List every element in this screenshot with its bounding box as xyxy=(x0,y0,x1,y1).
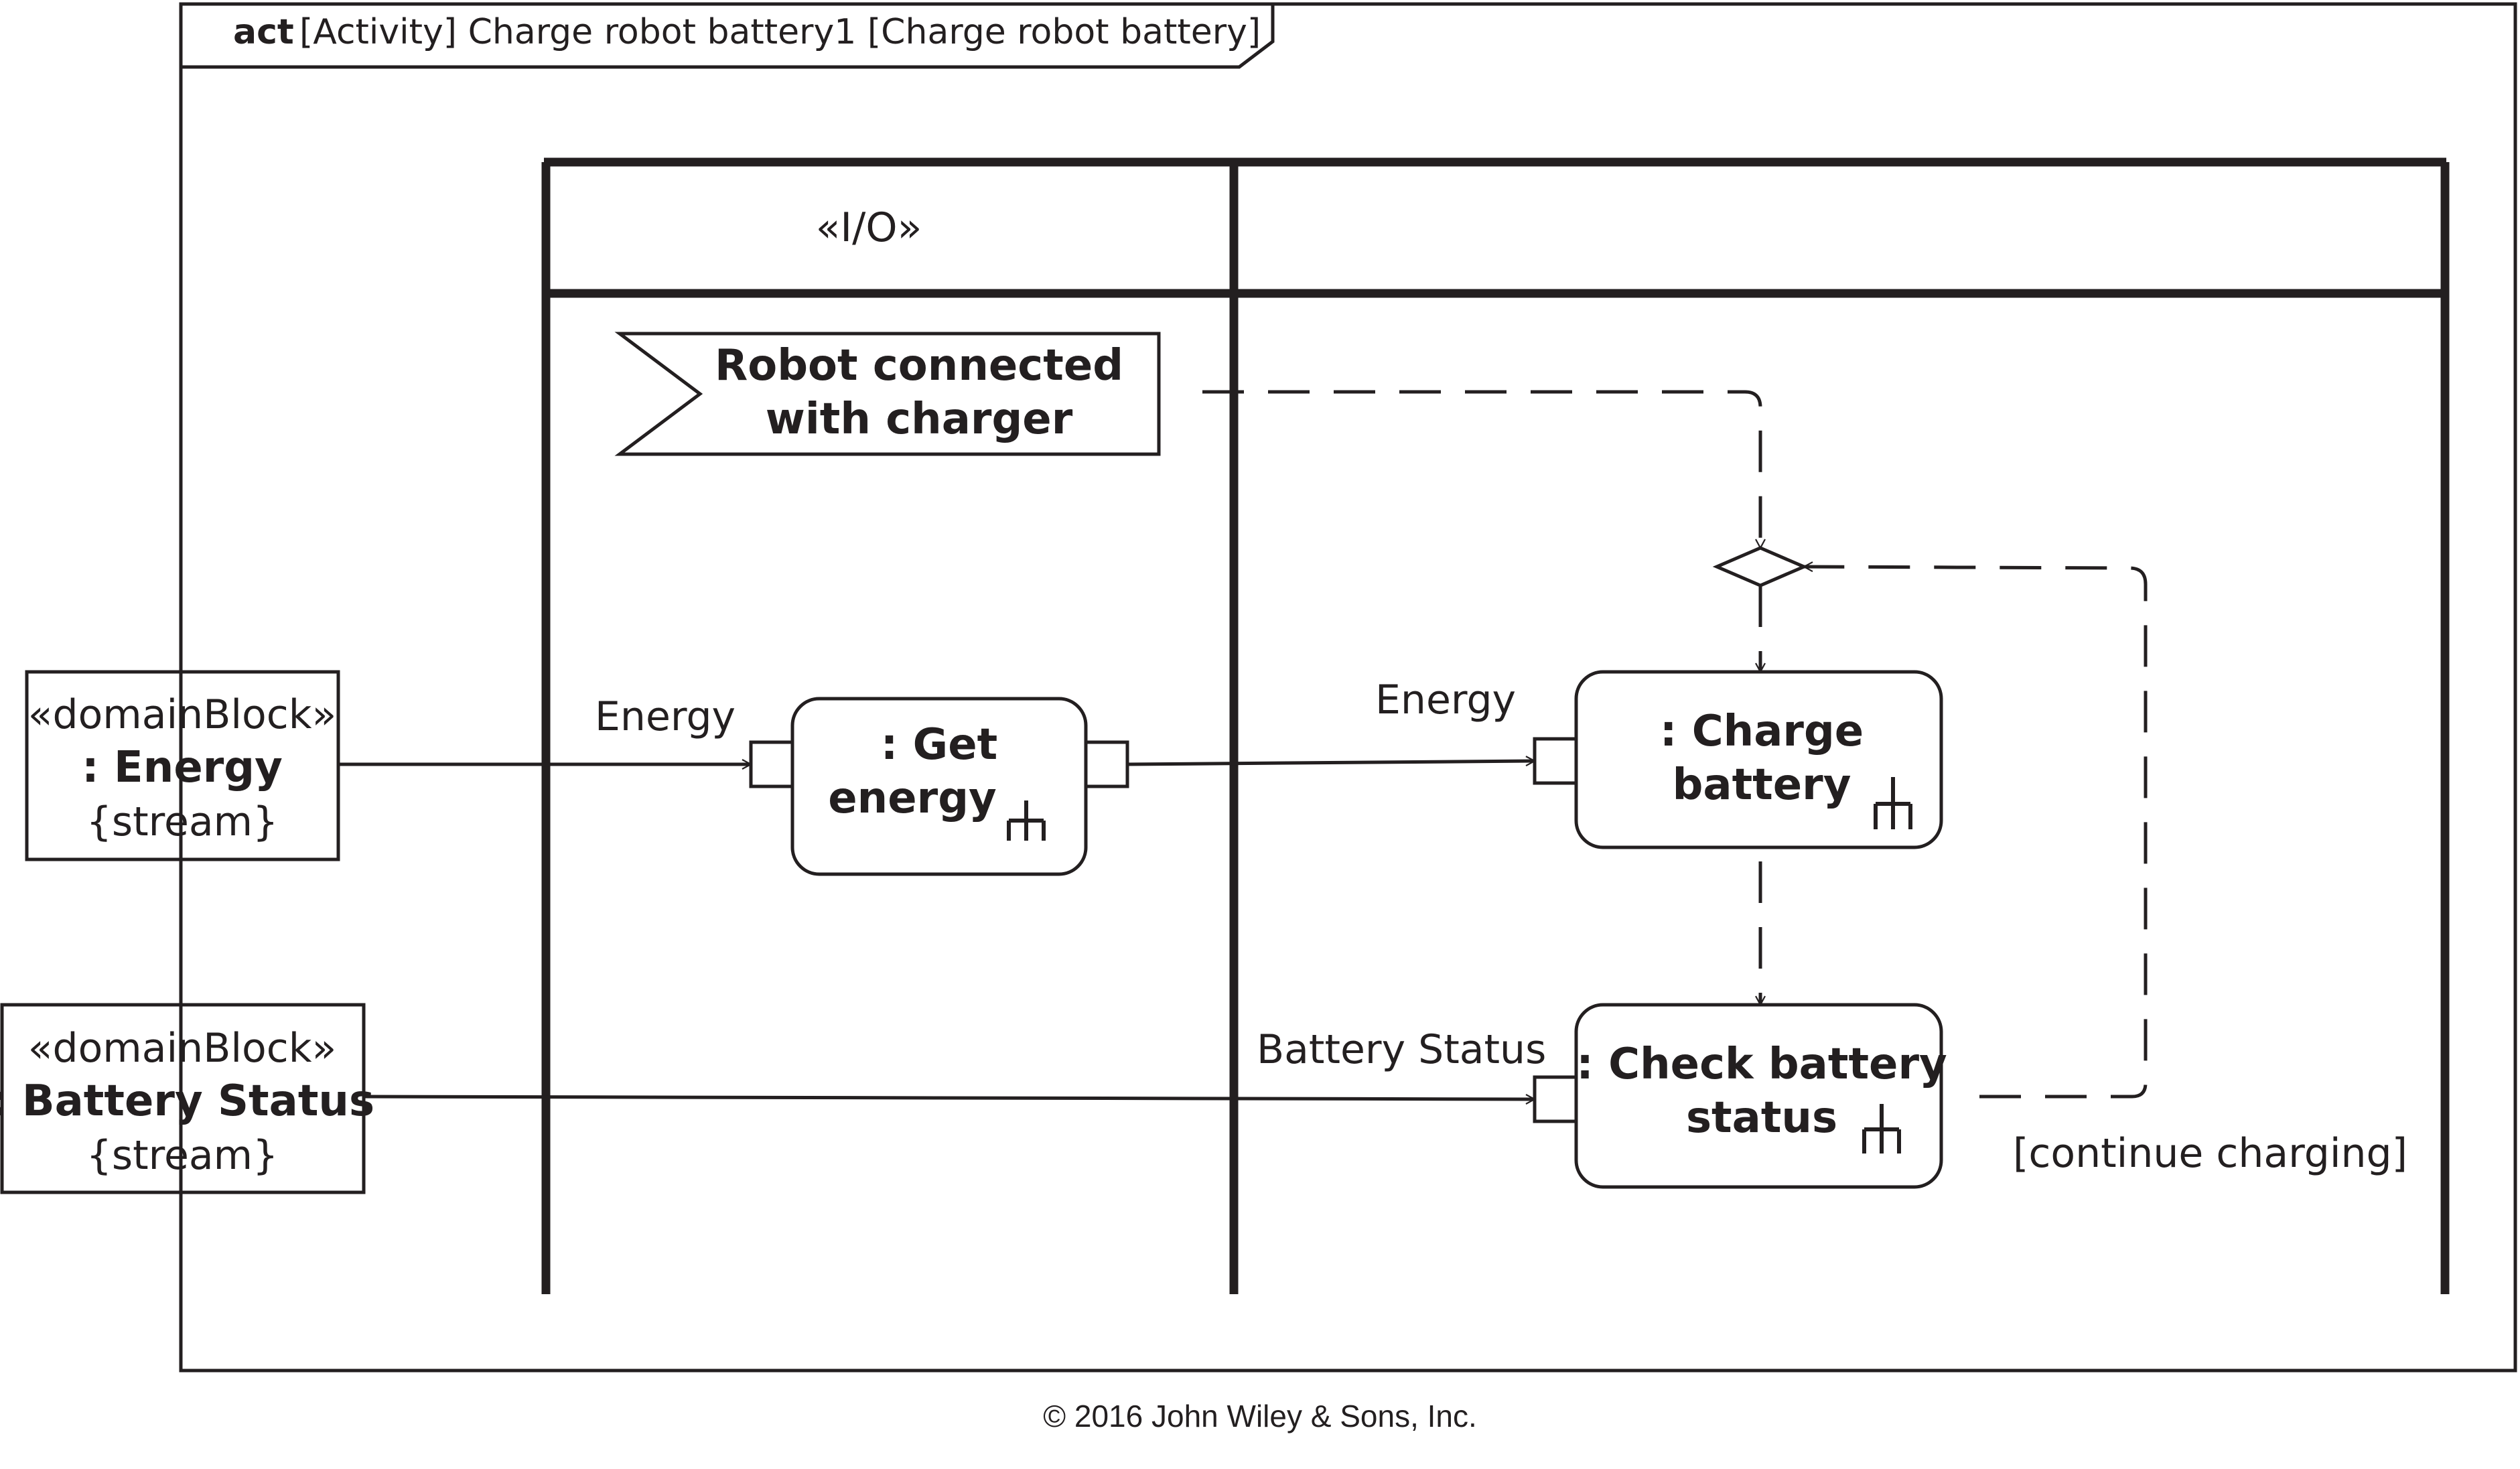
domain-block-energy: «domainBlock» : Energy {stream} xyxy=(25,670,340,861)
check-battery-input-pin xyxy=(1533,1075,1578,1123)
rake-icon xyxy=(1862,1104,1901,1153)
flow-label-energy-in: Energy xyxy=(595,693,736,740)
control-loop-back xyxy=(1804,567,2148,1099)
energy-property: {stream} xyxy=(86,798,279,845)
signal-line2: with charger xyxy=(766,395,1073,444)
flow-get-energy-to-charge xyxy=(1127,761,1535,764)
energy-stereotype: «domainBlock» xyxy=(28,691,336,738)
energy-name: : Energy xyxy=(82,743,283,792)
charge-battery-line2: battery xyxy=(1673,760,1851,810)
object-flows: Energy Energy Battery Status xyxy=(338,677,1546,1099)
get-energy-line1: : Get xyxy=(881,720,997,770)
flow-label-energy-charge: Energy xyxy=(1375,677,1516,723)
signal-line1: Robot connected xyxy=(715,341,1123,391)
get-energy-input-pin xyxy=(749,740,794,788)
get-energy-line2: energy xyxy=(828,774,996,823)
swimlane-partitions: «I/O» xyxy=(541,157,2450,1294)
check-battery-line1: : Check battery xyxy=(1576,1040,1947,1089)
flow-label-battery-status: Battery Status xyxy=(1257,1026,1546,1073)
action-get-energy: : Get energy xyxy=(749,697,1129,876)
merge-node xyxy=(1712,546,1809,587)
domain-block-battery-status: «domainBlock» : Battery Status {stream} xyxy=(0,1003,374,1194)
rake-icon xyxy=(1007,800,1046,841)
control-flows: [continue charging] xyxy=(1202,390,2407,1177)
accept-event-robot-connected: Robot connected with charger xyxy=(614,332,1161,456)
charge-battery-input-pin xyxy=(1533,737,1578,785)
battery-status-name: : Battery Status xyxy=(0,1076,374,1126)
check-battery-line2: status xyxy=(1686,1093,1837,1143)
rake-icon xyxy=(1874,777,1912,829)
charge-battery-line1: : Charge xyxy=(1660,707,1864,756)
copyright-notice: © 2016 John Wiley & Sons, Inc. xyxy=(1043,1399,1477,1433)
frame-title: [Activity] Charge robot battery1 [Charge… xyxy=(299,12,1261,52)
control-signal-to-merge xyxy=(1202,390,1760,548)
action-check-battery-status: : Check battery status xyxy=(1533,1003,1947,1189)
battery-status-property: {stream} xyxy=(86,1132,279,1179)
frame-keyword: act xyxy=(233,12,294,52)
action-charge-battery: : Charge battery xyxy=(1533,670,1943,849)
flow-battery-status-to-check xyxy=(363,1097,1535,1099)
partition-io-label: «I/O» xyxy=(816,204,922,251)
guard-continue-charging: [continue charging] xyxy=(2013,1130,2407,1177)
activity-frame: act [Activity] Charge robot battery1 [Ch… xyxy=(179,2,2517,1373)
get-energy-output-pin xyxy=(1084,740,1129,788)
battery-status-stereotype: «domainBlock» xyxy=(28,1025,336,1072)
